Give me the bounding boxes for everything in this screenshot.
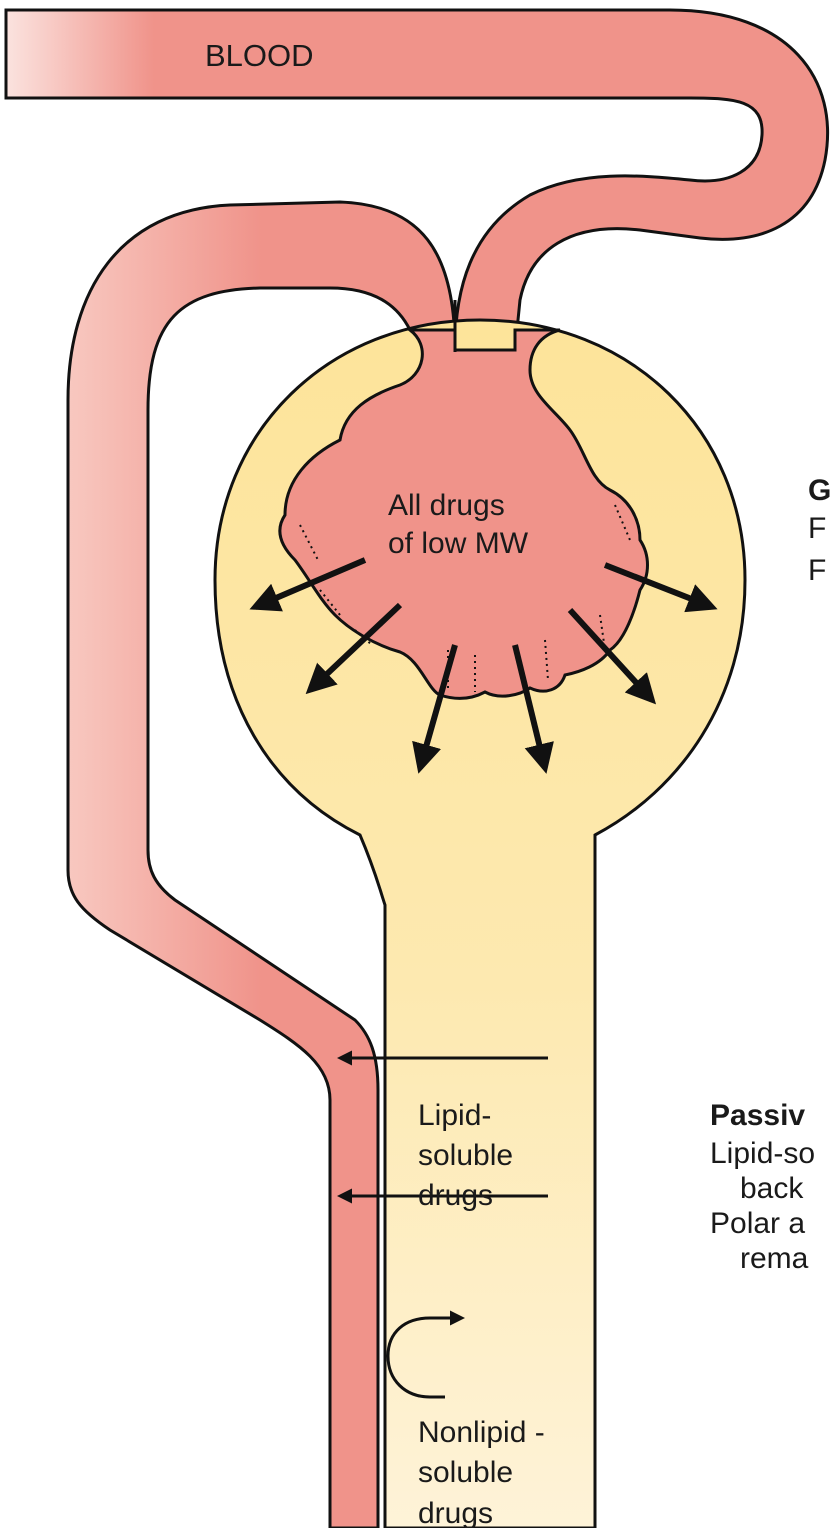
- lipid-label-line3: drugs: [418, 1179, 493, 1212]
- lipid-label-line1: Lipid-: [418, 1099, 491, 1132]
- passive-caption-title: Passiv: [710, 1099, 805, 1132]
- blood-label: BLOOD: [205, 38, 314, 73]
- glomerular-caption-line1: F: [808, 512, 826, 545]
- nonlipid-label-line2: soluble: [418, 1456, 513, 1489]
- glomerular-caption-line2: F: [808, 554, 826, 587]
- passive-caption-line3: Polar a: [710, 1207, 805, 1240]
- nonlipid-label-line1: Nonlipid -: [418, 1416, 545, 1449]
- passive-caption-line1: Lipid-so: [710, 1137, 815, 1170]
- glomerulus-drugs-line1: All drugs: [388, 489, 505, 522]
- nonlipid-label-line3: drugs: [418, 1497, 493, 1528]
- passive-caption-line4: rema: [740, 1242, 809, 1275]
- glomerular-caption-title: G: [808, 474, 830, 507]
- passive-caption-line2: back: [740, 1172, 804, 1205]
- lipid-label-line2: soluble: [418, 1139, 513, 1172]
- glomerulus-drugs-line2: of low MW: [388, 527, 529, 560]
